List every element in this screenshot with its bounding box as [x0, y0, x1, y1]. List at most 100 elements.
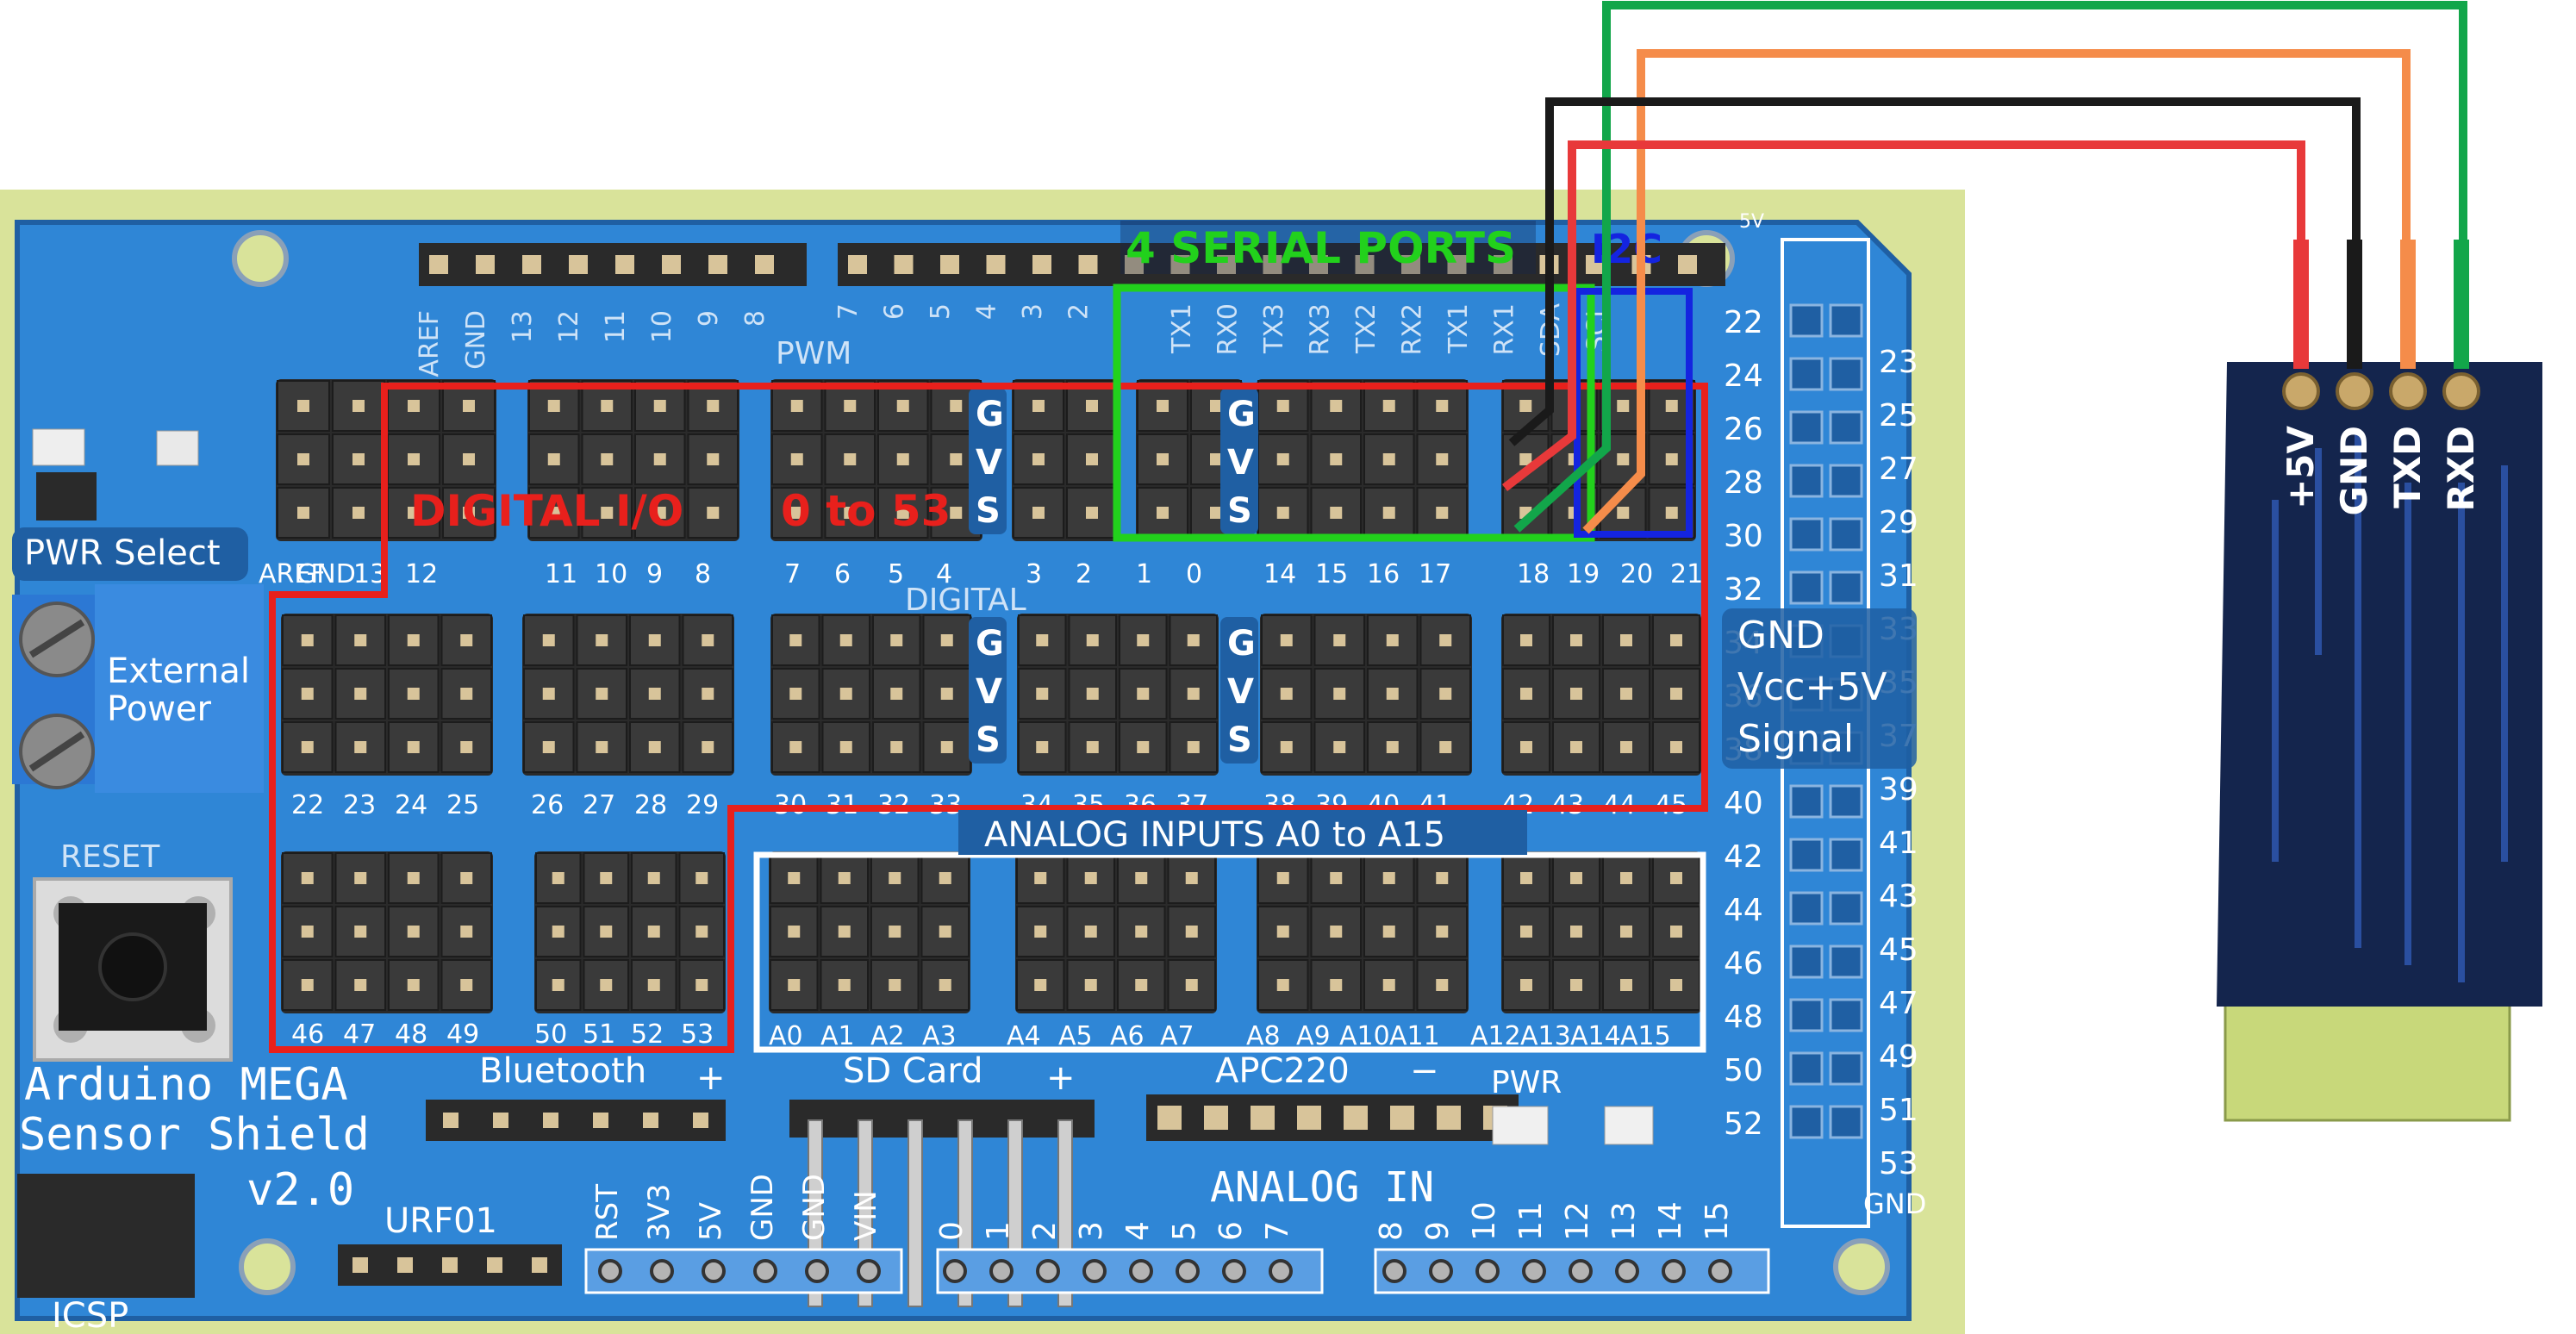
header-pin	[1586, 255, 1605, 274]
right-pin	[1829, 517, 1863, 552]
pin-number: 12	[405, 559, 438, 589]
pin-number: 4	[936, 559, 952, 589]
power-pin-label: 3V3	[642, 1183, 677, 1241]
header-pin	[1344, 1106, 1368, 1130]
pin-number: 48	[395, 1019, 427, 1050]
pin-number: 26	[531, 790, 564, 820]
analog-pin-number: 11	[1513, 1201, 1549, 1241]
pin-block	[1012, 379, 1119, 541]
pin-block	[1015, 851, 1217, 1013]
gvs-letter: V	[976, 672, 1002, 712]
urf01-label: URF01	[384, 1201, 497, 1241]
pin-number: 11	[545, 559, 577, 589]
pin-number: 28	[634, 790, 667, 820]
pin-block	[534, 851, 726, 1013]
urf01-header	[338, 1244, 562, 1286]
pin-number: 13	[353, 559, 386, 589]
pin-number: 24	[395, 790, 427, 820]
analog-pin	[943, 1259, 967, 1283]
header-pin	[543, 1113, 558, 1128]
external-power-terminal[interactable]	[12, 584, 264, 793]
header-pin	[522, 255, 541, 274]
pin-number: 2	[1076, 559, 1092, 589]
gvs-letter: V	[976, 443, 1002, 483]
right-pin-number: 25	[1879, 398, 1918, 433]
analog-pin	[1382, 1259, 1407, 1283]
mount-hole	[239, 1238, 296, 1295]
power-pin-label: 5V	[694, 1202, 728, 1241]
pin-block	[1501, 851, 1701, 1013]
analog-pin-label: A8	[1246, 1021, 1281, 1051]
gvs-letter: S	[1227, 491, 1252, 531]
top-header-label: RX0	[1213, 303, 1244, 355]
digital-io-label: DIGITAL I/O	[410, 486, 683, 536]
right-pin	[1829, 464, 1863, 498]
analog-pin	[1569, 1259, 1593, 1283]
top-header-label: 8	[740, 310, 770, 327]
power-pin	[702, 1259, 726, 1283]
power-pin	[650, 1259, 674, 1283]
right-pin-number: 50	[1724, 1053, 1763, 1088]
analog-pin-label: A5	[1058, 1021, 1093, 1051]
header-pin	[1217, 255, 1236, 274]
right-pin	[1829, 1051, 1863, 1086]
right-pin-number: 23	[1879, 345, 1918, 380]
right-pin	[1789, 944, 1824, 979]
analog-pin-label: A9	[1296, 1021, 1331, 1051]
pin-number: 47	[343, 1019, 376, 1050]
header-pin	[1437, 1106, 1461, 1130]
header-pin	[894, 255, 914, 274]
gvs-letter: S	[976, 720, 1001, 760]
mount-hole	[232, 230, 289, 287]
header-pin	[352, 1257, 368, 1273]
top-header-label: 3	[1018, 303, 1048, 320]
header-pin	[1678, 255, 1697, 274]
i2c-label: I2C	[1591, 226, 1662, 272]
top-header-label: 7	[833, 303, 864, 320]
right-pin-number: 51	[1879, 1093, 1918, 1128]
apc220-label: APC220	[1215, 1051, 1350, 1091]
bluetooth-module	[2217, 362, 2542, 1007]
header-pin	[693, 1113, 708, 1128]
module-wire-end	[2400, 240, 2416, 369]
right-pin	[1789, 517, 1824, 552]
analog-pin-number: 3	[1074, 1221, 1109, 1241]
header-pin	[476, 255, 495, 274]
analog-pin	[1036, 1259, 1060, 1283]
header-pin	[1125, 255, 1144, 274]
pwr-select-jumper[interactable]	[36, 472, 97, 521]
header-pin	[569, 255, 588, 274]
gvs-letter: V	[1227, 443, 1254, 483]
header-pin	[1309, 255, 1328, 274]
pin-number: 5	[888, 559, 904, 589]
header-pin	[1401, 255, 1420, 274]
right-pin-number: 49	[1879, 1039, 1918, 1075]
right-pin	[1789, 303, 1824, 338]
header-strip	[426, 1100, 726, 1141]
analog-pin	[989, 1259, 1014, 1283]
sd-pin	[908, 1119, 923, 1307]
module-traces	[2272, 431, 2508, 982]
analog-pin-label: A3	[922, 1021, 957, 1051]
analog-pin-label: A0	[769, 1021, 803, 1051]
analog-pin-number: 4	[1120, 1221, 1156, 1241]
right-pin	[1829, 891, 1863, 926]
analog-pin-label: A12	[1470, 1021, 1521, 1051]
top-header-label: TX2	[1351, 303, 1382, 354]
pin-block	[770, 614, 972, 776]
reset-button[interactable]	[33, 877, 233, 1062]
top-header-label: 5	[926, 303, 956, 320]
right-pin-number: 43	[1879, 879, 1918, 914]
header-strip	[1146, 1094, 1519, 1141]
analog-pin-label: A10	[1339, 1021, 1390, 1051]
board-version: v2.0	[246, 1164, 354, 1216]
analog-pin	[1222, 1259, 1246, 1283]
top-header-label: 9	[694, 310, 724, 327]
header-pin	[662, 255, 681, 274]
pin-number: 23	[343, 790, 376, 820]
pwr-select-label: PWR Select	[24, 533, 221, 573]
pin-block	[1501, 614, 1701, 776]
